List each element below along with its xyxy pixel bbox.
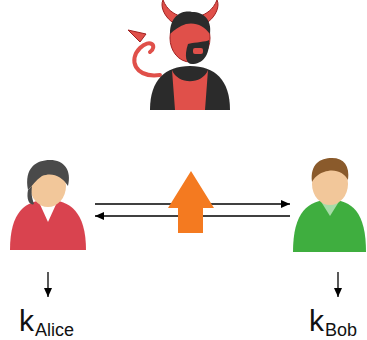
output-arrow (47, 272, 48, 297)
key-symbol: k (19, 306, 34, 336)
bob-figure (293, 158, 366, 252)
alice-figure (10, 160, 86, 250)
devil-figure (128, 0, 230, 110)
key-subscript: Bob (325, 321, 357, 339)
key-subscript: Alice (35, 321, 74, 339)
output-arrow (337, 272, 338, 297)
leak-arrow (168, 171, 214, 233)
key-symbol: k (309, 306, 324, 336)
